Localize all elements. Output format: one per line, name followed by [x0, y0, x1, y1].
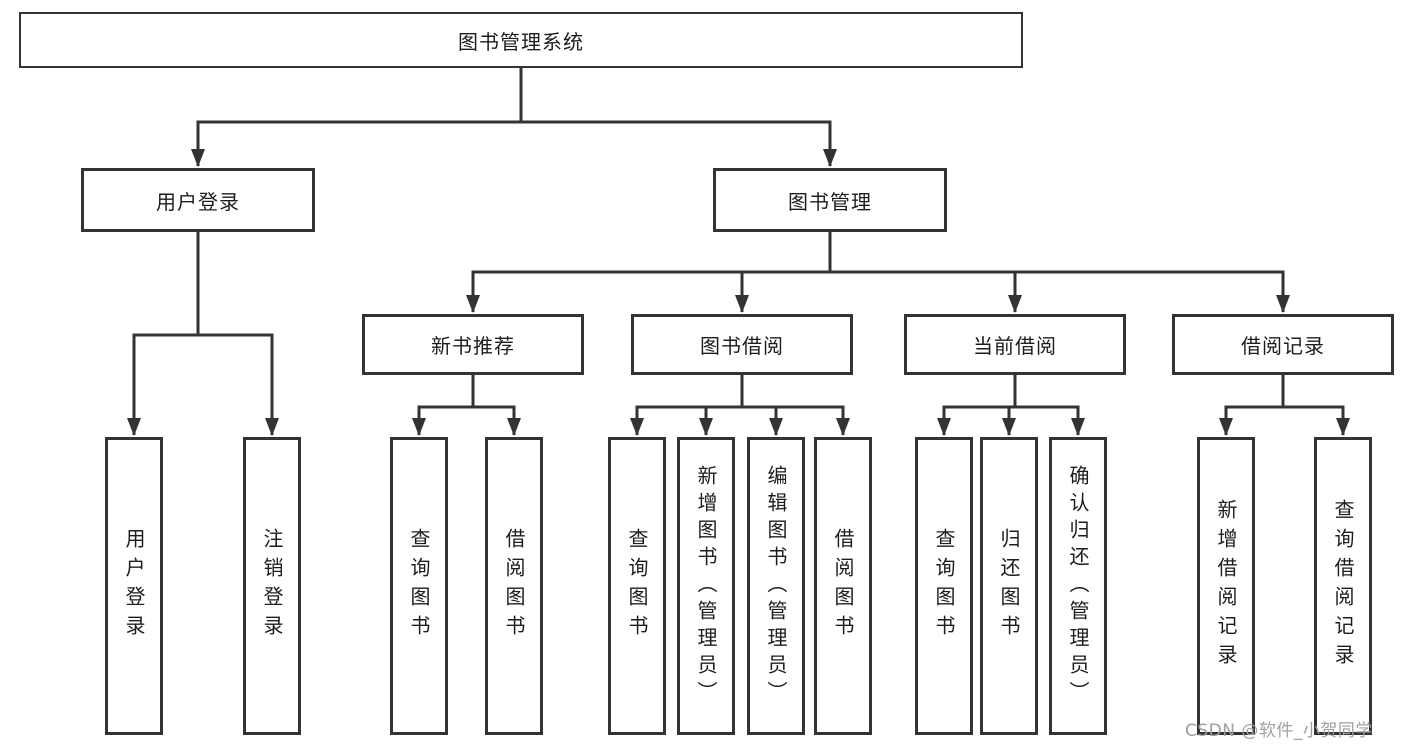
- leaf-confirm-return-admin: 确认归还（管理员）: [1049, 437, 1107, 735]
- node-new-book-recommend: 新书推荐: [362, 314, 584, 375]
- leaf-label: 注销登录: [260, 528, 284, 644]
- leaf-label: 查询图书: [407, 528, 431, 644]
- leaf-label: 编辑图书（管理员）: [764, 464, 788, 708]
- node-label: 用户登录: [156, 189, 240, 214]
- leaf-query-borrow-record: 查询借阅记录: [1314, 437, 1372, 735]
- leaf-label: 确认归还（管理员）: [1066, 464, 1090, 708]
- leaf-add-book-admin: 新增图书（管理员）: [677, 437, 735, 735]
- node-book-borrowing: 图书借阅: [631, 314, 853, 375]
- leaf-return-book: 归还图书: [980, 437, 1038, 735]
- leaf-borrow-book-recommend: 借阅图书: [485, 437, 543, 735]
- node-label: 借阅记录: [1241, 334, 1325, 358]
- csdn-watermark: CSDN @软件_小贺同学: [1185, 721, 1373, 741]
- leaf-user-login: 用户登录: [105, 437, 163, 735]
- node-user-login: 用户登录: [81, 168, 315, 232]
- node-book-management: 图书管理: [713, 168, 947, 232]
- leaf-borrow-book: 借阅图书: [814, 437, 872, 735]
- leaf-label: 新增借阅记录: [1214, 499, 1238, 673]
- node-library-management-system: 图书管理系统: [19, 12, 1023, 68]
- leaf-query-book-recommend: 查询图书: [390, 437, 448, 735]
- leaf-add-borrow-record: 新增借阅记录: [1197, 437, 1255, 735]
- leaf-label: 借阅图书: [831, 528, 855, 644]
- leaf-query-book-current: 查询图书: [915, 437, 973, 735]
- node-label: 新书推荐: [431, 334, 515, 358]
- leaf-label: 查询图书: [932, 528, 956, 644]
- leaf-label: 新增图书（管理员）: [694, 464, 718, 708]
- leaf-logout: 注销登录: [243, 437, 301, 735]
- leaf-edit-book-admin: 编辑图书（管理员）: [747, 437, 805, 735]
- node-label: 图书借阅: [700, 334, 784, 358]
- leaf-label: 查询图书: [625, 528, 649, 644]
- node-current-borrowing: 当前借阅: [904, 314, 1126, 375]
- node-label: 图书管理: [788, 189, 872, 214]
- leaf-label: 查询借阅记录: [1331, 499, 1355, 673]
- leaf-label: 借阅图书: [502, 528, 526, 644]
- node-label: 图书管理系统: [458, 29, 584, 54]
- node-borrowing-records: 借阅记录: [1172, 314, 1394, 375]
- leaf-query-book-borrowing: 查询图书: [608, 437, 666, 735]
- leaf-label: 用户登录: [122, 528, 146, 644]
- leaf-label: 归还图书: [997, 528, 1021, 644]
- node-label: 当前借阅: [973, 334, 1057, 358]
